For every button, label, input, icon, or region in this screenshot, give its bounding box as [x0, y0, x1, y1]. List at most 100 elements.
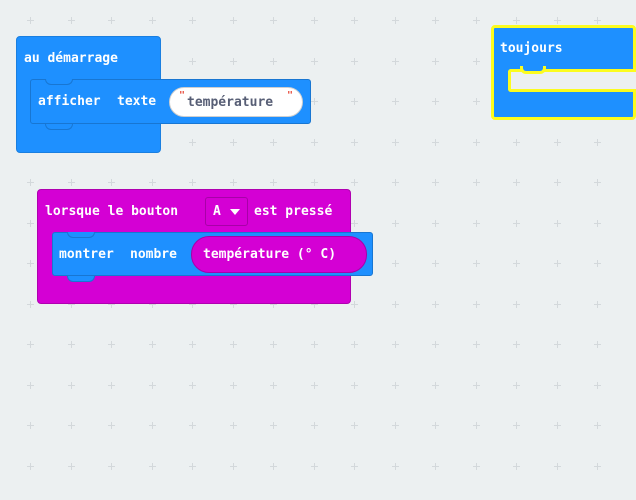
grid-marker [311, 179, 318, 186]
grid-marker [68, 382, 75, 389]
grid-marker [432, 382, 439, 389]
show-string-bottom-notch-icon [45, 124, 73, 130]
show-string-label: afficher [38, 94, 101, 109]
grid-marker [473, 382, 480, 389]
grid-marker [311, 463, 318, 470]
grid-marker [68, 17, 75, 24]
grid-marker [311, 382, 318, 389]
grid-marker [108, 382, 115, 389]
grid-marker [189, 422, 196, 429]
grid-marker [27, 179, 34, 186]
grid-marker [432, 98, 439, 105]
grid-marker [473, 17, 480, 24]
grid-marker [432, 463, 439, 470]
grid-marker [554, 179, 561, 186]
forever-empty-slot[interactable] [508, 69, 636, 92]
grid-marker [351, 422, 358, 429]
grid-marker [270, 422, 277, 429]
grid-marker [108, 301, 115, 308]
grid-marker [473, 301, 480, 308]
grid-marker [513, 422, 520, 429]
grid-marker [270, 58, 277, 65]
grid-marker [392, 301, 399, 308]
grid-marker [594, 179, 601, 186]
grid-marker [270, 139, 277, 146]
grid-marker [189, 463, 196, 470]
grid-marker [594, 422, 601, 429]
grid-marker [108, 463, 115, 470]
grid-marker [311, 422, 318, 429]
grid-marker [473, 341, 480, 348]
grid-marker [392, 17, 399, 24]
grid-marker [594, 220, 601, 227]
grid-marker [311, 301, 318, 308]
grid-marker [473, 139, 480, 146]
grid-marker [594, 260, 601, 267]
on-start-label: au démarrage [24, 51, 118, 66]
show-number-label: montrer [59, 247, 114, 262]
forever-block[interactable]: toujours [491, 25, 636, 120]
grid-marker [513, 301, 520, 308]
grid-marker [473, 463, 480, 470]
grid-marker [392, 139, 399, 146]
grid-marker [513, 382, 520, 389]
grid-marker [270, 382, 277, 389]
grid-marker [432, 220, 439, 227]
temperature-reporter[interactable]: température (° C) [191, 236, 367, 273]
grid-marker [351, 179, 358, 186]
grid-marker [351, 301, 358, 308]
grid-marker [68, 341, 75, 348]
grid-marker [270, 179, 277, 186]
string-value-input[interactable]: " température " [169, 87, 303, 117]
show-string-block[interactable]: afficher texte " température " [30, 79, 311, 124]
button-select-value: A [213, 204, 221, 219]
grid-marker [432, 301, 439, 308]
grid-marker [554, 17, 561, 24]
grid-marker [27, 17, 34, 24]
grid-marker [108, 179, 115, 186]
grid-marker [594, 463, 601, 470]
grid-marker [594, 382, 601, 389]
grid-marker [108, 17, 115, 24]
grid-marker [230, 463, 237, 470]
grid-marker [108, 422, 115, 429]
grid-marker [351, 98, 358, 105]
grid-marker [189, 382, 196, 389]
grid-marker [432, 179, 439, 186]
grid-marker [513, 139, 520, 146]
show-number-block[interactable]: montrer nombre température (° C) [52, 232, 373, 276]
grid-marker [27, 341, 34, 348]
grid-marker [554, 220, 561, 227]
grid-marker [189, 341, 196, 348]
grid-marker [230, 382, 237, 389]
button-select-dropdown[interactable]: A [205, 197, 248, 226]
grid-marker [554, 341, 561, 348]
grid-marker [473, 98, 480, 105]
grid-marker [149, 341, 156, 348]
grid-marker [392, 382, 399, 389]
grid-marker [311, 341, 318, 348]
show-string-text-label: texte [117, 94, 157, 109]
grid-marker [351, 463, 358, 470]
grid-marker [392, 58, 399, 65]
grid-marker [594, 139, 601, 146]
grid-marker [473, 260, 480, 267]
grid-marker [27, 463, 34, 470]
grid-marker [68, 301, 75, 308]
grid-marker [189, 301, 196, 308]
string-value-text: température [187, 95, 274, 110]
grid-marker [149, 17, 156, 24]
forever-slot-notch-icon [520, 66, 546, 74]
grid-marker [594, 341, 601, 348]
grid-marker [68, 179, 75, 186]
grid-marker [513, 341, 520, 348]
grid-marker [311, 58, 318, 65]
grid-marker [149, 463, 156, 470]
grid-marker [554, 463, 561, 470]
grid-marker [473, 58, 480, 65]
grid-marker [189, 139, 196, 146]
grid-marker [432, 139, 439, 146]
grid-marker [473, 422, 480, 429]
grid-marker [311, 139, 318, 146]
